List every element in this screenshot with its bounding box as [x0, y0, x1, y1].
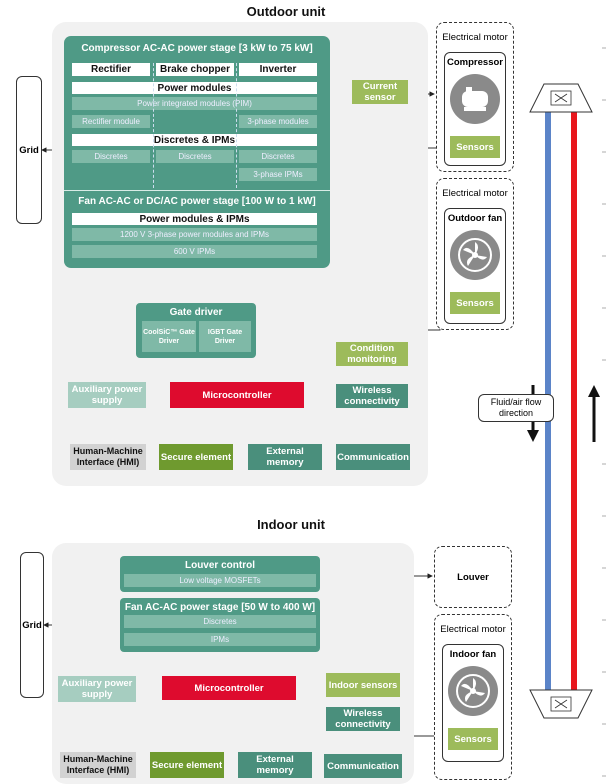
inverter-header: Inverter	[239, 63, 317, 76]
external-memory: External memory	[248, 444, 322, 470]
divider-2	[236, 63, 237, 188]
indoor-fan-stage-title: Fan AC-AC power stage [50 W to 400 W]	[124, 602, 316, 613]
aux-power-supply: Auxiliary power supply	[68, 382, 146, 408]
grid-label: Grid	[19, 144, 39, 156]
flow-down-arrow	[527, 430, 539, 442]
electrical-motor-label: Electrical motor	[442, 31, 508, 43]
indoor-fan-sensors: Sensors	[448, 728, 498, 750]
indoor-external-memory: External memory	[238, 752, 312, 778]
indoor-fan-icon	[448, 666, 498, 716]
igbt-gate-driver: IGBT Gate Driver	[199, 321, 251, 352]
indoor-electrical-motor-label: Electrical motor	[440, 623, 506, 635]
indoor-hmi: Human-Machine Interface (HMI)	[60, 752, 136, 778]
divider-1	[153, 63, 154, 188]
indoor-unit-title: Indoor unit	[257, 517, 325, 532]
louver-box: Louver	[434, 546, 512, 608]
flow-direction-label: Fluid/air flow direction	[478, 394, 554, 422]
fan-row-600v: 600 V IPMs	[72, 245, 317, 258]
indoor-ipms: IPMs	[124, 633, 316, 646]
rectifier-header: Rectifier	[72, 63, 150, 76]
three-phase-ipms: 3-phase IPMs	[239, 168, 317, 181]
three-phase-modules: 3-phase modules	[239, 115, 317, 128]
indoor-grid-box: Grid	[20, 552, 44, 698]
low-voltage-mosfets: Low voltage MOSFETs	[124, 574, 316, 587]
outdoor-fan-sensors: Sensors	[450, 292, 500, 314]
indoor-aux-power-supply: Auxiliary power supply	[58, 676, 136, 702]
indoor-discretes: Discretes	[124, 615, 316, 628]
hmi: Human-Machine Interface (HMI)	[70, 444, 146, 470]
indoor-wireless: Wireless connectivity	[326, 707, 400, 731]
fan-icon	[450, 230, 500, 280]
louver-control-title: Louver control	[184, 560, 255, 571]
indoor-fan-label: Indoor fan	[449, 648, 497, 660]
indoor-communication: Communication	[324, 754, 402, 778]
discretes-1: Discretes	[72, 150, 150, 163]
compressor-sensors: Sensors	[450, 136, 500, 158]
coolsic-gate-driver: CoolSiC™ Gate Driver	[142, 321, 196, 352]
condition-monitoring: Condition monitoring	[336, 342, 408, 366]
brake-chopper-header: Brake chopper	[156, 63, 234, 76]
microcontroller: Microcontroller	[170, 382, 304, 408]
discretes-2: Discretes	[156, 150, 234, 163]
discretes-ipms-header: Discretes & IPMs	[72, 134, 317, 146]
indoor-microcontroller: Microcontroller	[162, 676, 296, 700]
communication: Communication	[336, 444, 410, 470]
pim-row: Power integrated modules (PIM)	[72, 97, 317, 110]
compressor-stage-title: Compressor AC-AC power stage [3 kW to 75…	[81, 43, 313, 54]
wireless-connectivity: Wireless connectivity	[336, 384, 408, 408]
fan-stage-title: Fan AC-AC or DC/AC power stage [100 W to…	[78, 196, 316, 207]
indoor-sensors: Indoor sensors	[326, 673, 400, 697]
grid-box: Grid	[16, 76, 42, 224]
outdoor-fan-label: Outdoor fan	[447, 212, 503, 224]
outdoor-unit-title: Outdoor unit	[246, 4, 326, 19]
indoor-secure-element: Secure element	[150, 752, 224, 778]
compressor-label: Compressor	[447, 56, 503, 68]
discretes-3: Discretes	[239, 150, 317, 163]
gate-driver-title: Gate driver	[169, 307, 223, 318]
compressor-icon	[450, 74, 500, 124]
rectifier-module: Rectifier module	[72, 115, 150, 128]
stage-divider	[64, 190, 330, 191]
electrical-motor-label-2: Electrical motor	[442, 187, 508, 199]
fan-row-1200v: 1200 V 3-phase power modules and IPMs	[72, 228, 317, 241]
secure-element: Secure element	[159, 444, 233, 470]
indoor-grid-label: Grid	[22, 619, 42, 631]
power-modules-header: Power modules	[72, 82, 317, 94]
flow-up-arrow	[588, 385, 600, 397]
current-sensor: Current sensor	[352, 80, 408, 104]
fan-power-modules-header: Power modules & IPMs	[72, 213, 317, 225]
louver-label: Louver	[457, 571, 489, 583]
